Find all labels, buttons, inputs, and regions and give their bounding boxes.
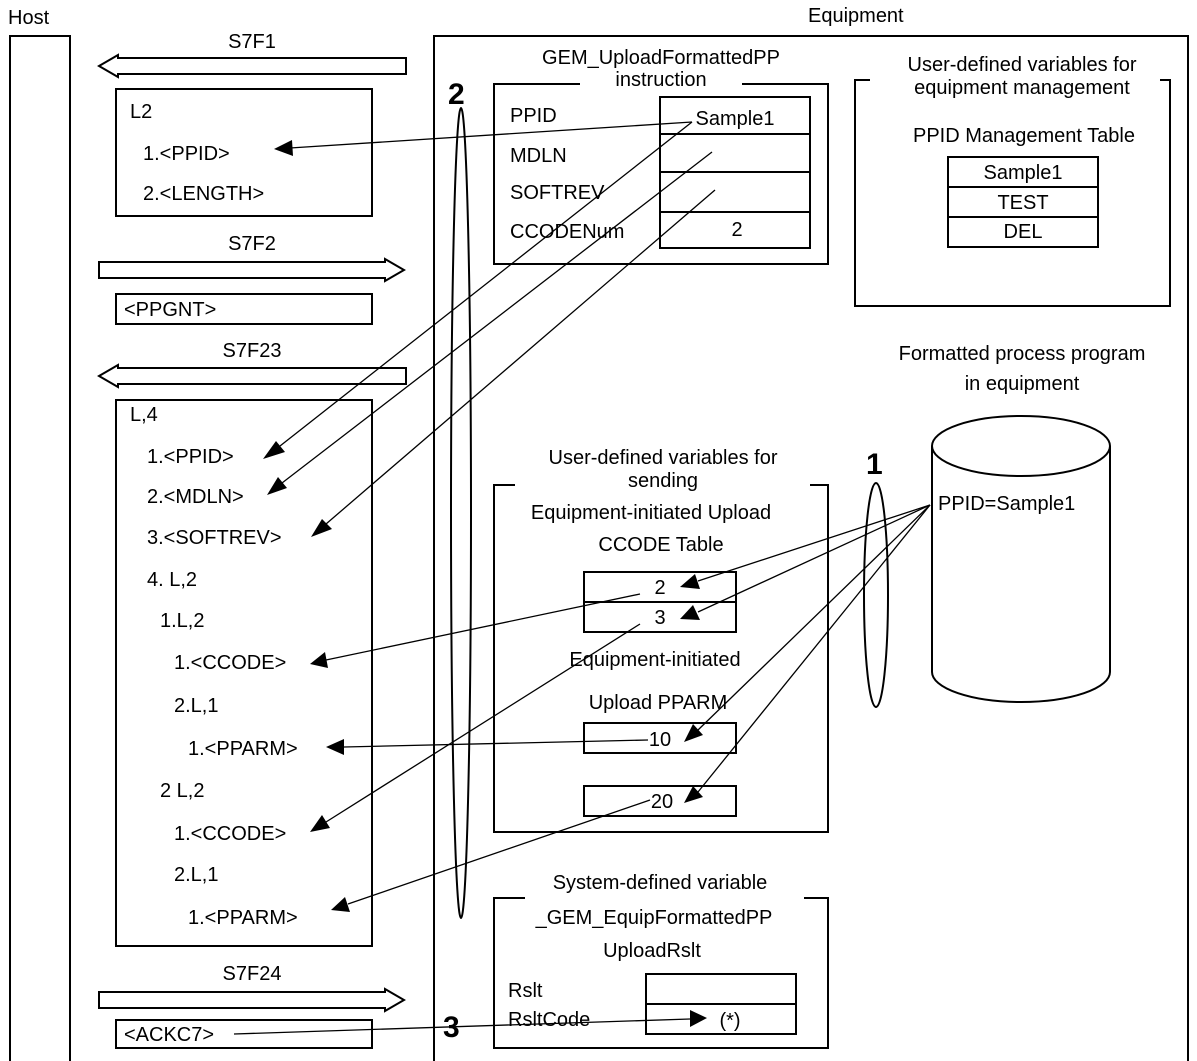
sending-frame: [493, 484, 829, 833]
system-var-line1: _GEM_EquipFormattedPP: [535, 907, 773, 929]
instruction-row-mdln-name: MDLN: [510, 145, 567, 167]
mgmt-row-0: Sample1: [984, 162, 1063, 184]
s7f23-item-3: 3.<SOFTREV>: [147, 527, 282, 549]
s7f23-item-2: 2.<MDLN>: [147, 486, 244, 508]
rsltcode-value: (*): [719, 1010, 740, 1032]
s7f23-label: S7F23: [223, 340, 282, 362]
mgmt-row-1: TEST: [997, 192, 1048, 214]
equipment-lifeline: [433, 35, 1189, 1061]
program-cylinder: [931, 446, 1111, 703]
s7f23-item-0: L,4: [130, 404, 158, 426]
s7f1-item-1: 1.<PPID>: [143, 143, 230, 165]
pparm-row-0: 10: [649, 729, 671, 751]
host-label: Host: [8, 7, 50, 29]
instruction-row-ccodenum-value: 2: [731, 219, 742, 241]
s7f24-item-0: <ACKC7>: [124, 1024, 214, 1046]
s7f2-label: S7F2: [228, 233, 276, 255]
step-2-number: 2: [448, 78, 465, 111]
s7f1-item-0: L2: [130, 101, 152, 123]
step-1-number: 1: [866, 448, 883, 481]
s7f23-item-1: 1.<PPID>: [147, 446, 234, 468]
instruction-row-ppid-value: Sample1: [696, 108, 775, 130]
pparm-row-1-box: [583, 785, 737, 817]
s7f2-message-box: [115, 293, 373, 325]
sending-title-line2: sending: [628, 470, 698, 492]
sending-title-line1: User-defined variables for: [549, 447, 778, 469]
mgmt-row-2: DEL: [1004, 221, 1043, 243]
ccode-table-title-line1: Equipment-initiated Upload: [531, 502, 771, 524]
s7f1-arrow: [97, 53, 407, 79]
s7f23-item-10: 1.<CCODE>: [174, 823, 286, 845]
mgmt-title-line1: User-defined variables for: [908, 54, 1137, 76]
s7f1-message-box: [115, 88, 373, 217]
step-1-ellipse: [863, 482, 889, 708]
system-var-line2: UploadRslt: [603, 940, 701, 962]
s7f23-message-box: [115, 399, 373, 947]
pparm-table-title-line2: Upload PPARM: [589, 692, 728, 714]
instruction-title-line2: instruction: [615, 69, 706, 91]
ppid-management-table: [947, 156, 1099, 248]
s7f24-arrow: [98, 987, 406, 1013]
s7f23-item-11: 2.L,1: [174, 864, 218, 886]
system-title: System-defined variable: [553, 872, 768, 894]
s7f2-arrow: [98, 257, 406, 283]
s7f23-item-5: 1.L,2: [160, 610, 204, 632]
pparm-row-0-box: [583, 722, 737, 754]
ccode-table-title-line2: CCODE Table: [598, 534, 723, 556]
host-lifeline: [9, 35, 71, 1061]
s7f1-item-2: 2.<LENGTH>: [143, 183, 264, 205]
system-field-rsltcode: RsltCode: [508, 1009, 590, 1031]
pparm-table-title-line1: Equipment-initiated: [569, 649, 740, 671]
s7f23-item-12: 1.<PPARM>: [188, 907, 298, 929]
ccode-row-1: 3: [654, 607, 665, 629]
instruction-row-softrev-name: SOFTREV: [510, 182, 605, 204]
program-title-line1: Formatted process program: [899, 343, 1146, 365]
instruction-row-ccodenum-name: CCODENum: [510, 221, 624, 243]
s7f1-label: S7F1: [228, 31, 276, 53]
program-title-line2: in equipment: [965, 373, 1080, 395]
s7f24-label: S7F24: [223, 963, 282, 985]
ccode-row-0: 2: [654, 577, 665, 599]
mgmt-frame: [854, 79, 1171, 307]
instruction-frame: [493, 83, 829, 265]
instruction-row-ppid-name: PPID: [510, 105, 557, 127]
mgmt-title-line2: equipment management: [914, 77, 1130, 99]
s7f23-item-4: 4. L,2: [147, 569, 197, 591]
system-field-rslt: Rslt: [508, 980, 543, 1002]
program-cylinder-top: [931, 415, 1111, 477]
s7f23-item-8: 1.<PPARM>: [188, 738, 298, 760]
system-frame: [493, 897, 829, 1049]
s7f2-item-0: <PPGNT>: [124, 299, 216, 321]
step-2-ellipse: [450, 107, 472, 919]
equipment-label: Equipment: [808, 5, 904, 27]
mgmt-table-title: PPID Management Table: [913, 125, 1135, 147]
data-flow-connectors: [233, 121, 931, 1035]
s7f23-item-6: 1.<CCODE>: [174, 652, 286, 674]
s7f23-item-9: 2 L,2: [160, 780, 204, 802]
pparm-row-1: 20: [651, 791, 673, 813]
instruction-title-line1: GEM_UploadFormattedPP: [542, 47, 780, 69]
program-content: PPID=Sample1: [938, 493, 1075, 515]
s7f23-item-7: 2.L,1: [174, 695, 218, 717]
